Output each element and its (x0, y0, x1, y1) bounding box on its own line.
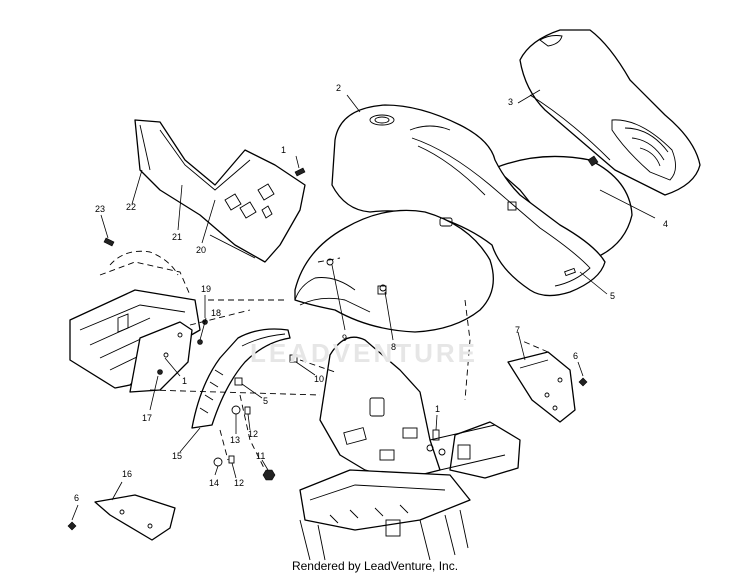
assembly-lines (149, 257, 549, 471)
seat-part (519, 29, 701, 196)
rear-fender-part (494, 155, 633, 259)
callout-5: 5 (610, 291, 616, 301)
callout-21: 21 (172, 232, 183, 242)
footwell-plate-part (129, 321, 193, 393)
side-panel-part (134, 119, 306, 263)
bracket-7-part (507, 351, 576, 423)
callout-15: 15 (172, 451, 183, 461)
callout-10: 10 (314, 374, 325, 384)
callout-11: 11 (256, 451, 266, 461)
callout-17: 17 (142, 413, 153, 423)
callout-9: 9 (342, 333, 348, 343)
bracket-16-part (94, 494, 176, 541)
hardware-parts (67, 167, 588, 531)
callout-1: 1 (281, 145, 287, 155)
fender-body-part (294, 209, 494, 333)
callout-22: 22 (126, 202, 137, 212)
callout-14: 14 (209, 478, 220, 488)
callout-16: 16 (122, 469, 133, 479)
callout-20: 20 (196, 245, 207, 255)
callout-5-lower: 5 (263, 396, 269, 406)
callout-18: 18 (211, 308, 222, 318)
watermark-text: LEADVENTURE (250, 338, 479, 368)
callout-6: 6 (573, 351, 579, 361)
callout-8: 8 (391, 342, 397, 352)
frame-part (299, 336, 521, 561)
callout-23: 23 (95, 204, 106, 214)
callout-19: 19 (201, 284, 212, 294)
leader-lines (71, 89, 656, 521)
callout-1-frame: 1 (435, 404, 441, 414)
callout-7: 7 (515, 325, 521, 335)
callout-12-lower: 12 (234, 478, 245, 488)
footer-credit: Rendered by LeadVenture, Inc. (291, 559, 459, 573)
callout-2: 2 (336, 83, 342, 93)
callout-6-lower: 6 (74, 493, 80, 503)
callout-12: 12 (248, 429, 259, 439)
callout-1-footrest: 1 (182, 376, 188, 386)
callout-13: 13 (230, 435, 241, 445)
footrest-part (69, 250, 201, 389)
callout-4: 4 (663, 219, 669, 229)
callout-3: 3 (508, 97, 514, 107)
splash-guard-part (191, 328, 291, 429)
